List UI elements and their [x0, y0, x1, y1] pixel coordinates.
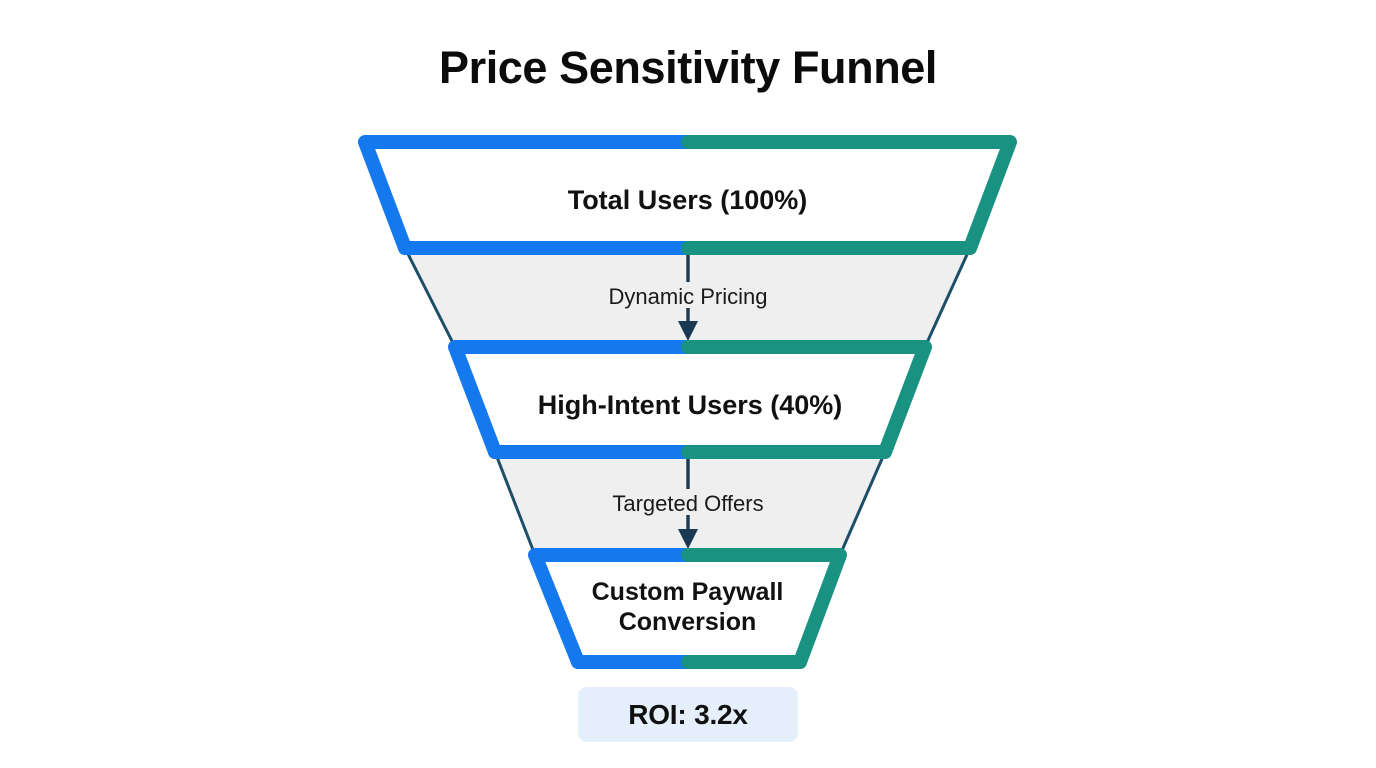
stage-3-right-outline	[681, 548, 847, 669]
connector-2-right-edge	[838, 450, 887, 557]
page-title: Price Sensitivity Funnel	[438, 42, 938, 93]
connector-2-arrowhead-icon	[678, 529, 698, 549]
connector-2-group	[493, 450, 887, 557]
stage-2-fill	[455, 347, 925, 452]
funnel-stage-2[interactable]	[448, 340, 932, 459]
stage-2-right-outline	[681, 340, 932, 459]
stage-1-right-outline	[681, 135, 1017, 255]
connector-1-left-edge	[403, 246, 457, 349]
stage-1-left-outline	[358, 135, 695, 255]
roi-badge-label: ROI: 3.2x	[628, 698, 748, 730]
funnel-stage-1[interactable]	[358, 135, 1017, 255]
connector-1-arrowhead-icon	[678, 321, 698, 341]
roi-badge: ROI: 3.2x	[578, 687, 798, 742]
stage-3-fill	[535, 555, 840, 662]
connector-1-body	[405, 248, 970, 347]
stage-1-fill	[365, 142, 1010, 248]
stage-3-left-outline	[528, 548, 695, 669]
connector-1-right-edge	[923, 246, 972, 349]
connector-2-body	[495, 452, 885, 555]
connector-2-left-edge	[493, 450, 537, 557]
stage-2-left-outline	[448, 340, 695, 459]
connector-1-group	[403, 246, 972, 349]
funnel-stage-3[interactable]	[528, 548, 847, 669]
